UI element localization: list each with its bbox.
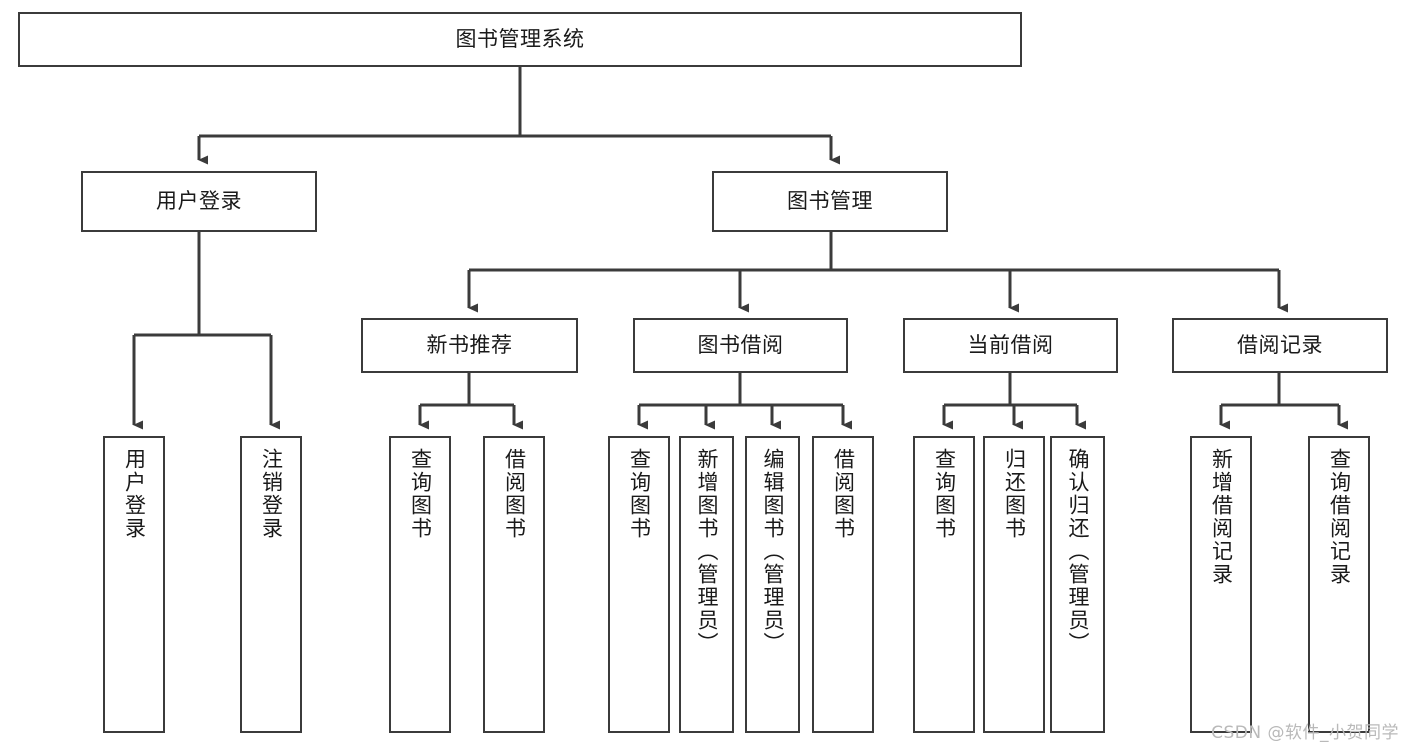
node-leaf-add-book-label: 新增图书（管理员） bbox=[695, 448, 719, 655]
node-leaf-add-record-label: 新增借阅记录 bbox=[1209, 448, 1234, 586]
node-leaf-confirm-return-label: 确认归还（管理员） bbox=[1066, 448, 1090, 655]
node-new-book-recommend[interactable]: 新书推荐 bbox=[361, 318, 578, 373]
node-leaf-query-book-1[interactable]: 查询图书 bbox=[389, 436, 451, 733]
node-leaf-query-book-3[interactable]: 查询图书 bbox=[913, 436, 975, 733]
node-current-borrow-label: 当前借阅 bbox=[967, 333, 1054, 358]
node-leaf-query-record[interactable]: 查询借阅记录 bbox=[1308, 436, 1370, 733]
node-leaf-edit-book-label: 编辑图书（管理员） bbox=[761, 448, 785, 655]
node-leaf-user-login-label: 用户登录 bbox=[122, 448, 147, 540]
node-current-borrow[interactable]: 当前借阅 bbox=[903, 318, 1118, 373]
node-root-label: 图书管理系统 bbox=[455, 27, 585, 52]
node-root[interactable]: 图书管理系统 bbox=[18, 12, 1022, 67]
node-user-login[interactable]: 用户登录 bbox=[81, 171, 317, 232]
node-leaf-user-logout[interactable]: 注销登录 bbox=[240, 436, 302, 733]
node-leaf-add-book[interactable]: 新增图书（管理员） bbox=[679, 436, 734, 733]
node-borrow-record[interactable]: 借阅记录 bbox=[1172, 318, 1388, 373]
node-leaf-add-record[interactable]: 新增借阅记录 bbox=[1190, 436, 1252, 733]
node-book-manage-label: 图书管理 bbox=[787, 189, 873, 214]
node-leaf-query-book-3-label: 查询图书 bbox=[932, 448, 957, 540]
csdn-watermark: CSDN @软件_小贺同学 bbox=[1211, 723, 1399, 743]
node-leaf-borrow-book-1[interactable]: 借阅图书 bbox=[483, 436, 545, 733]
node-leaf-borrow-book-1-label: 借阅图书 bbox=[502, 448, 527, 540]
node-leaf-user-login[interactable]: 用户登录 bbox=[103, 436, 165, 733]
node-new-book-recommend-label: 新书推荐 bbox=[426, 333, 513, 358]
node-leaf-confirm-return[interactable]: 确认归还（管理员） bbox=[1050, 436, 1105, 733]
node-borrow-record-label: 借阅记录 bbox=[1237, 333, 1323, 358]
node-leaf-query-record-label: 查询借阅记录 bbox=[1327, 448, 1352, 586]
node-book-borrow-label: 图书借阅 bbox=[697, 333, 784, 358]
node-leaf-return-book-label: 归还图书 bbox=[1002, 448, 1027, 540]
node-book-manage[interactable]: 图书管理 bbox=[712, 171, 948, 232]
node-leaf-query-book-1-label: 查询图书 bbox=[408, 448, 433, 540]
node-user-login-label: 用户登录 bbox=[156, 189, 242, 214]
node-leaf-borrow-book-2-label: 借阅图书 bbox=[831, 448, 856, 540]
node-leaf-query-book-2[interactable]: 查询图书 bbox=[608, 436, 670, 733]
node-leaf-user-logout-label: 注销登录 bbox=[259, 448, 284, 540]
node-leaf-return-book[interactable]: 归还图书 bbox=[983, 436, 1045, 733]
node-leaf-query-book-2-label: 查询图书 bbox=[627, 448, 652, 540]
node-book-borrow[interactable]: 图书借阅 bbox=[633, 318, 848, 373]
node-leaf-borrow-book-2[interactable]: 借阅图书 bbox=[812, 436, 874, 733]
node-leaf-edit-book[interactable]: 编辑图书（管理员） bbox=[745, 436, 800, 733]
